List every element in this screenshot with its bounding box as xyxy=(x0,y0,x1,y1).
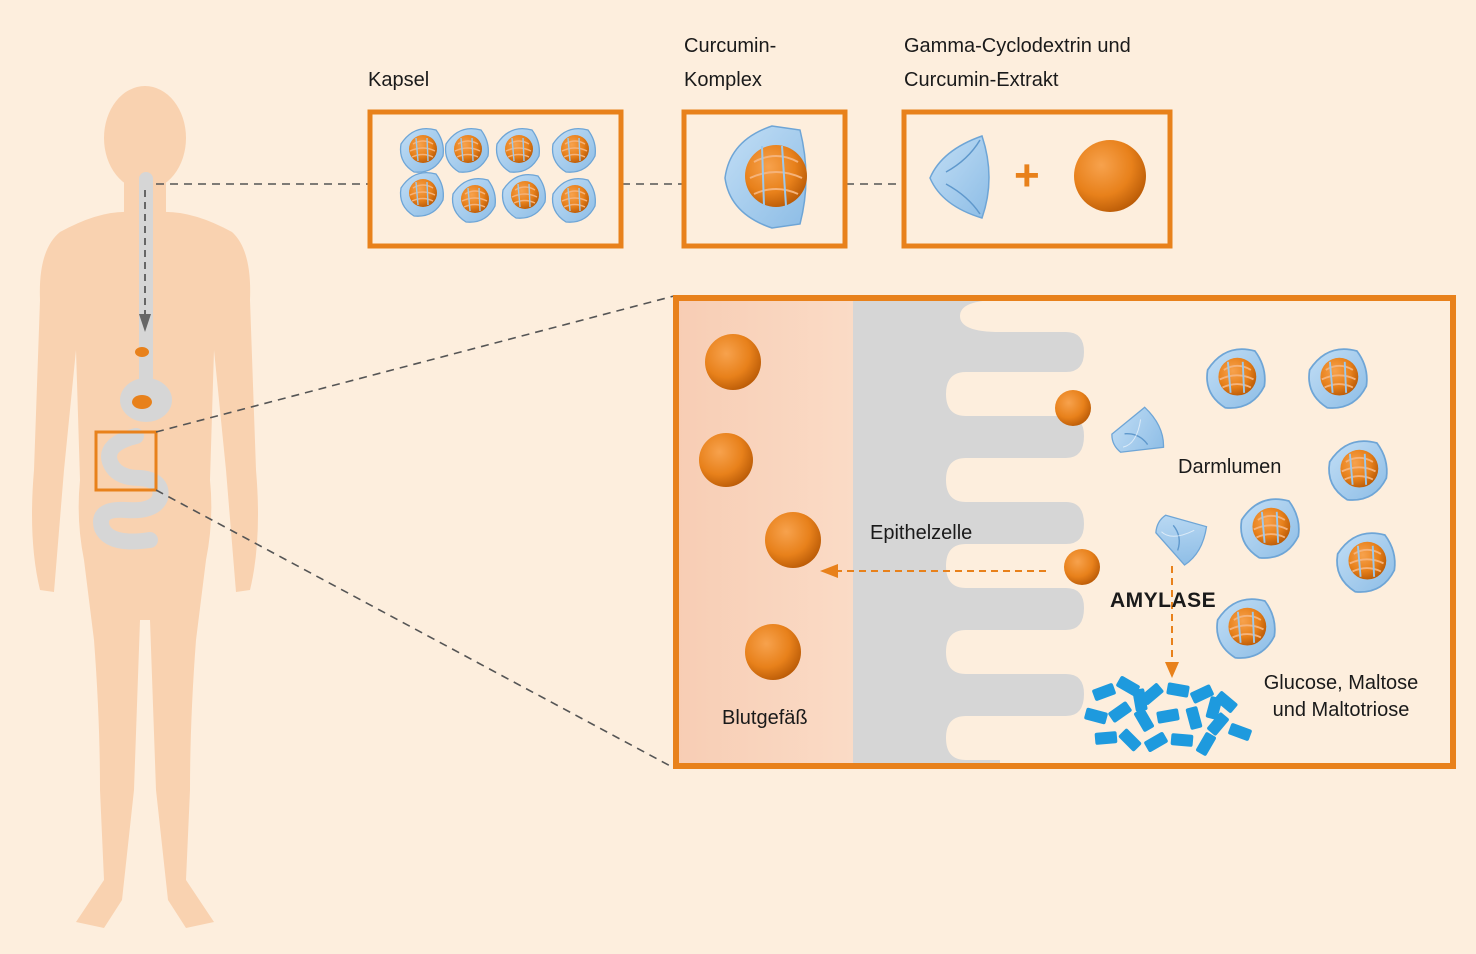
human-body-silhouette xyxy=(32,86,258,929)
epithelium-label: Epithelzelle xyxy=(870,522,973,544)
capsule-box xyxy=(367,109,624,249)
complex-label-line1: Curcumin- xyxy=(684,35,777,57)
amylase-label: AMYLASE xyxy=(1110,589,1217,612)
curcumin-icon xyxy=(1074,140,1146,212)
sugars-label-line2: und Maltotriose xyxy=(1272,699,1410,721)
epithelium-area xyxy=(853,298,1084,766)
capsule-label: Kapsel xyxy=(368,69,430,91)
lumen-contents xyxy=(1055,348,1396,659)
curcumin-in-blood xyxy=(699,334,821,680)
sugars-label-line1: Glucose, Maltose xyxy=(1263,672,1419,694)
amylase-arrow xyxy=(1165,566,1179,678)
components-label-line2: Curcumin-Extrakt xyxy=(904,69,1059,91)
blood-vessel-area xyxy=(676,298,853,766)
complex-label-line2: Komplex xyxy=(684,69,762,91)
absorption-arrow xyxy=(820,564,1046,578)
complex-box xyxy=(681,109,848,249)
digestive-tract xyxy=(93,172,172,550)
guide-lines xyxy=(155,183,902,769)
lumen-label: Darmlumen xyxy=(1178,456,1282,478)
zoom-region-marker xyxy=(94,430,158,492)
blood-vessel-label: Blutgefäß xyxy=(722,707,808,729)
components-label-line1: Gamma-Cyclodextrin und xyxy=(904,35,1131,57)
cyclodextrin-icon xyxy=(929,135,990,219)
components-box xyxy=(901,109,1173,249)
plus-sign: + xyxy=(1014,151,1040,200)
